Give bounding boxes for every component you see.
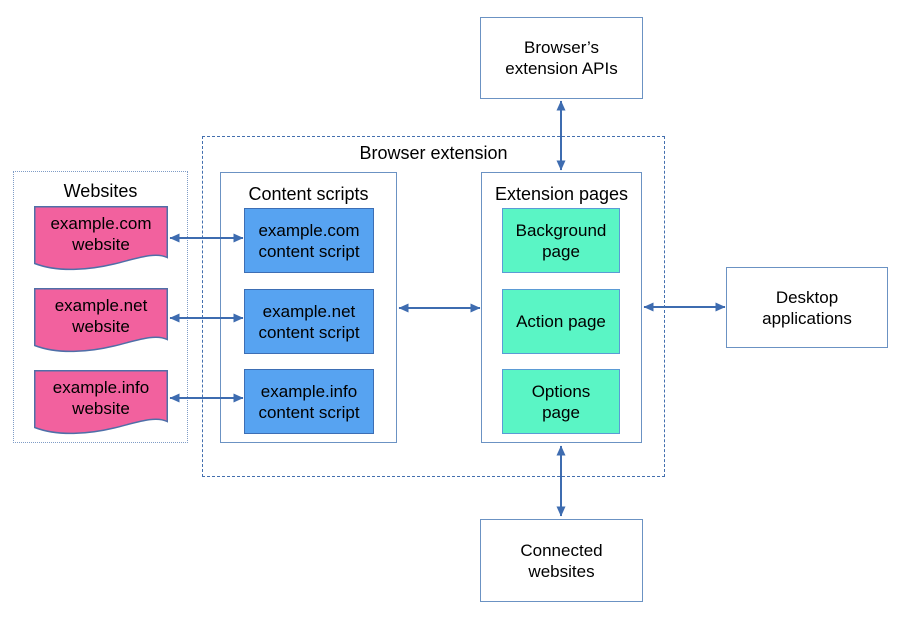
- desktop-applications-node: Desktop applications: [726, 267, 888, 348]
- background-page-node: Background page: [502, 208, 620, 273]
- browser-extension-apis-node: Browser’s extension APIs: [480, 17, 643, 99]
- action-page-node: Action page: [502, 289, 620, 354]
- website-node-example-info: example.info website: [34, 370, 168, 438]
- content-script-node-example-info: example.info content script: [244, 369, 374, 434]
- websites-container: Websites: [13, 171, 188, 443]
- connected-websites-node: Connected websites: [480, 519, 643, 602]
- website-node-label: example.info website: [52, 378, 150, 418]
- website-node-example-net: example.net website: [34, 288, 168, 356]
- websites-label: Websites: [63, 181, 138, 201]
- document-shape: [34, 206, 168, 271]
- website-node-label: example.net website: [54, 296, 148, 336]
- document-shape: [34, 288, 168, 353]
- website-node-example-com: example.com website: [34, 206, 168, 274]
- options-page-node: Options page: [502, 369, 620, 434]
- content-scripts-label: Content scripts: [248, 184, 369, 204]
- content-script-node-example-com: example.com content script: [244, 208, 374, 273]
- browser-extension-label: Browser extension: [359, 143, 508, 163]
- content-script-node-example-net: example.net content script: [244, 289, 374, 354]
- extension-pages-label: Extension pages: [494, 184, 629, 204]
- website-node-label: example.com website: [50, 214, 152, 254]
- document-shape: [34, 370, 168, 435]
